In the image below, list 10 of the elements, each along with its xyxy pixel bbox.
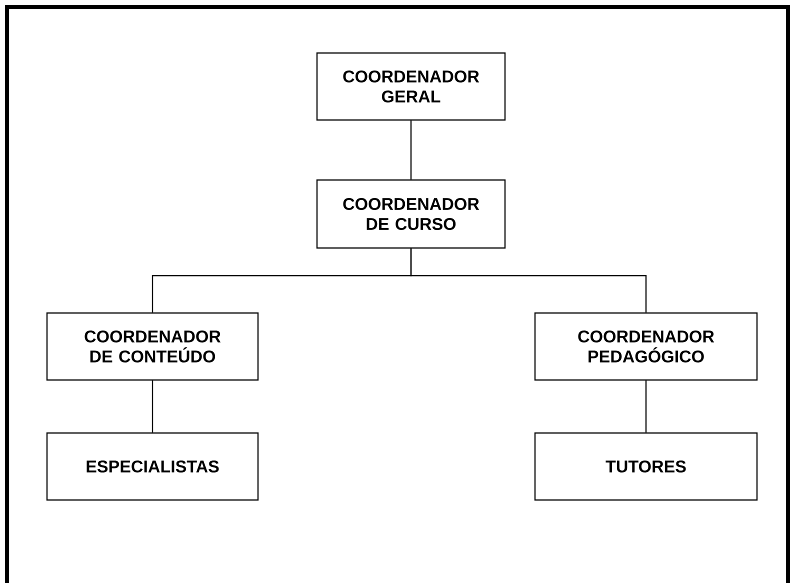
org-box: COORDENADOR DE CONTEÚDO xyxy=(46,312,259,381)
org-box: TUTORES xyxy=(534,432,758,501)
connector-line xyxy=(152,380,154,432)
org-box: COORDENADOR PEDAGÓGICO xyxy=(534,312,758,381)
connector-line xyxy=(645,380,647,432)
connector-line xyxy=(410,120,412,180)
connector-line xyxy=(410,248,647,312)
org-box: COORDENADOR DE CURSO xyxy=(316,179,506,249)
org-box: COORDENADOR GERAL xyxy=(316,52,506,121)
org-box: ESPECIALISTAS xyxy=(46,432,259,501)
